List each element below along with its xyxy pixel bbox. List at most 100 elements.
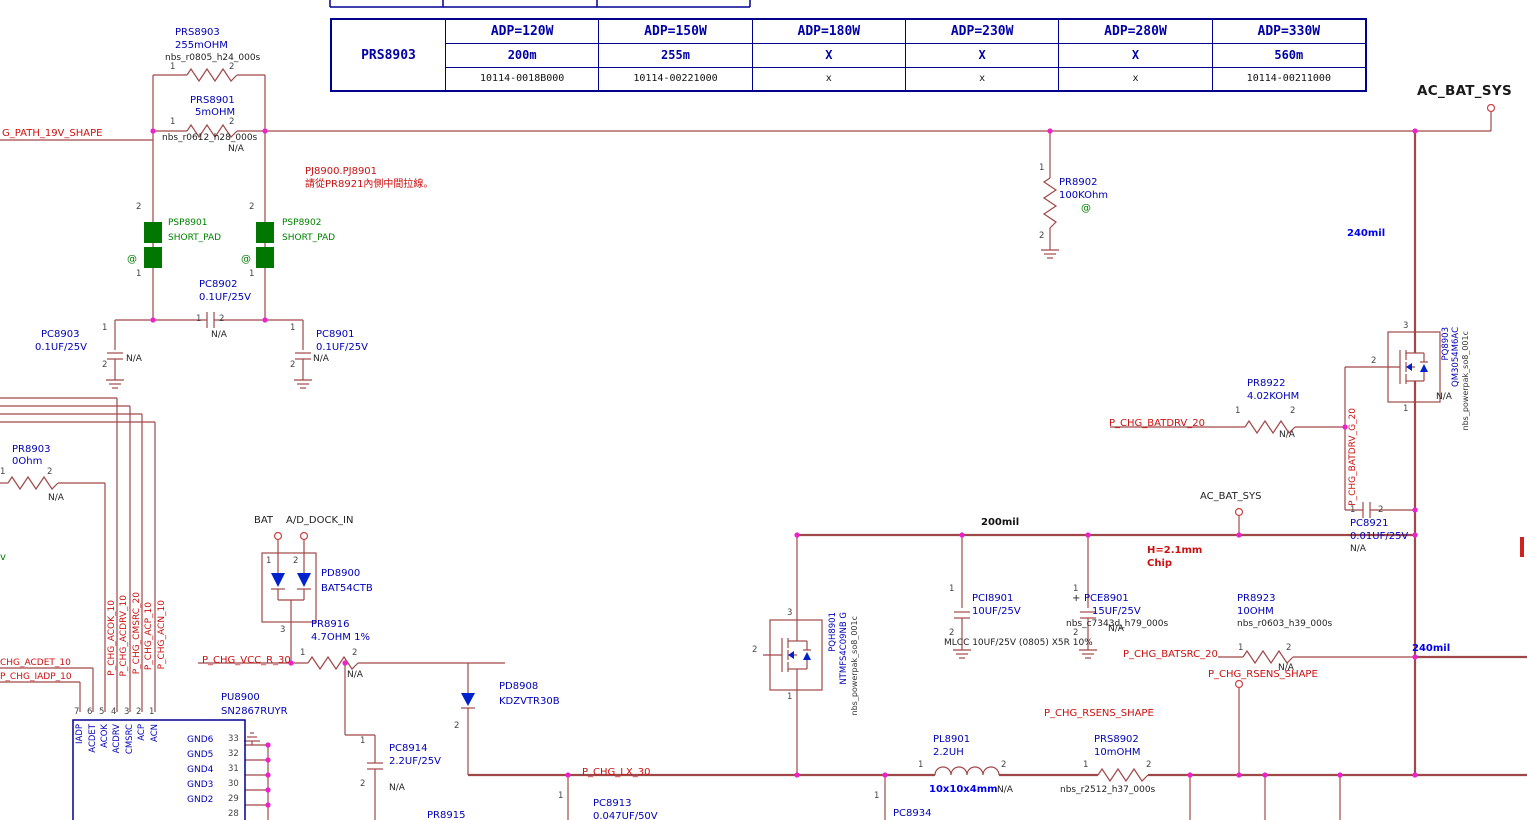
pu8900-part: SN2867RUYR xyxy=(221,706,288,717)
prs8903-value: 255mOHM xyxy=(175,40,228,51)
diode-glyphs xyxy=(271,363,1428,706)
table-value: X xyxy=(904,43,1059,67)
pce8901-value: 15UF/25V xyxy=(1092,606,1141,617)
short-pads xyxy=(144,222,274,268)
structural-lines xyxy=(72,0,751,820)
net-label-rsens-2: P_CHG_RSENS_SHAPE xyxy=(1044,708,1154,719)
diode-icon-pd8900-left xyxy=(271,573,285,587)
pin-label: 1 xyxy=(360,736,366,746)
pce8901-na: N/A xyxy=(1108,624,1124,634)
ic-pin-number: 7 xyxy=(74,707,80,717)
port-pin-bat xyxy=(273,531,283,541)
pin-label: 2 xyxy=(1371,356,1377,366)
pin-label: 2 xyxy=(229,62,235,72)
diode-icon-pd8900-right xyxy=(297,573,311,587)
pc8921-ref: PC8921 xyxy=(1350,518,1389,529)
net-label-acdrv: P_CHG_ACDRV_10 xyxy=(119,595,129,677)
pin-label: 2 xyxy=(454,721,460,731)
pin-label: 2 xyxy=(1073,628,1079,638)
adapter-option-table: PRS8903 ADP=120W ADP=150W ADP=180W ADP=2… xyxy=(330,18,1367,92)
prs8902-footprint: nbs_r2512_h37_000s xyxy=(1060,785,1156,795)
prs8901-value: 5mOHM xyxy=(195,107,236,118)
note-cjk: 請從PR8921內側中間拉線。 xyxy=(305,179,434,190)
pc8913-ref: PC8913 xyxy=(593,798,632,809)
mosfet-arrow-icon-pqh8901 xyxy=(788,651,794,659)
port-pin-ac-bat-sys-mid xyxy=(1234,507,1244,517)
table-value: X xyxy=(751,43,905,67)
pc8913-value: 0.047UF/50V xyxy=(593,811,658,820)
pl8901-size: 10x10x4mm xyxy=(929,784,998,795)
net-label-acok: P_CHG_ACOK_10 xyxy=(107,600,117,676)
pr8916-value: 4.7OHM 1% xyxy=(311,632,370,643)
pc8903-na: N/A xyxy=(126,354,142,364)
net-label-v: v xyxy=(0,552,6,563)
ic-pin-name: IADP xyxy=(75,724,85,744)
net-label-ac-bat-mid: AC_BAT_SYS xyxy=(1200,491,1262,502)
ic-pin-name: ACDET xyxy=(88,724,98,753)
pin-label: 1 xyxy=(1083,760,1089,770)
ic-pin-name: GND5 xyxy=(187,750,214,760)
pc8901-value: 0.1UF/25V xyxy=(316,342,368,353)
prs8903-footprint: nbs_r0805_h24_000s xyxy=(165,53,261,63)
psp8901-at: @ xyxy=(127,254,137,265)
wires xyxy=(0,68,1492,820)
net-label-batdrv: P_CHG_BATDRV_20 xyxy=(1109,418,1205,429)
table-value: 200m xyxy=(445,43,599,67)
pce8901-ref: PCE8901 xyxy=(1084,593,1129,604)
pq8903-footprint: nbs_powerpak_so8_001c xyxy=(1461,331,1470,431)
ic-pin-name: ACN xyxy=(150,724,160,742)
pin-label: 2 xyxy=(102,360,108,370)
pin-label: 3 xyxy=(787,608,793,618)
pin-label: 1 xyxy=(874,791,880,801)
pin-label: 2 xyxy=(1378,505,1384,515)
net-label-lx: P_CHG_LX_30 xyxy=(582,767,651,778)
table-part-number: 10114-00211000 xyxy=(1211,66,1365,90)
pd8900-ref: PD8900 xyxy=(321,568,361,579)
table-part-number: x xyxy=(904,66,1059,90)
table-header: ADP=120W xyxy=(445,20,598,44)
pci8901-ref: PCI8901 xyxy=(972,593,1014,604)
pr8922-na: N/A xyxy=(1279,430,1295,440)
ic-body-pu8900 xyxy=(72,719,246,820)
ic-pin-name: GND4 xyxy=(187,765,214,775)
resistor-symbol-prs8902 xyxy=(1097,768,1149,782)
pin-label: 2 xyxy=(949,628,955,638)
pce8901-footprint: nbs_c7343d_h79_000s xyxy=(1066,619,1169,629)
table-part-number: x xyxy=(1058,66,1212,90)
ic-pin-name: ACDRV xyxy=(112,724,122,754)
ic-pin-number: 5 xyxy=(99,707,105,717)
psp8902-ref: PSP8902 xyxy=(282,218,322,228)
width-note-200mil: 200mil xyxy=(981,517,1020,528)
ic-pin-name: GND2 xyxy=(187,795,214,805)
pc8914-na: N/A xyxy=(389,783,405,793)
short-pad-psp8902-top xyxy=(256,222,274,243)
pd8908-value: KDZVTR30B xyxy=(499,696,560,707)
pin-label: 1 xyxy=(249,269,255,279)
pin-label: 1 xyxy=(1403,404,1409,414)
prs8902-value: 10mOHM xyxy=(1094,747,1141,758)
pin-label: 1 xyxy=(0,467,6,477)
pin-label: 1 xyxy=(170,62,176,72)
ic-pin-name: GND6 xyxy=(187,735,214,745)
net-label-batdrv-g: P_CHG_BATDRV_G_20 xyxy=(1348,408,1358,506)
prs8903-ref: PRS8903 xyxy=(175,27,220,38)
net-label-iadp: P_CHG_IADP_10 xyxy=(0,672,72,682)
pc8921-na: N/A xyxy=(1350,544,1366,554)
net-label-batsrc: P_CHG_BATSRC_20 xyxy=(1123,649,1218,660)
shape-edge-mark xyxy=(1520,537,1524,557)
pin-label: 1 xyxy=(1238,643,1244,653)
note-height: H=2.1mm xyxy=(1147,545,1203,556)
ic-pin-number: 32 xyxy=(228,749,239,759)
net-label-cmsrc: P_CHG_CMSRC_20 xyxy=(132,592,142,675)
pr8903-na: N/A xyxy=(48,493,64,503)
pd8900-value: BAT54CTB xyxy=(321,583,373,594)
net-label-acp: P_CHG_ACP_10 xyxy=(144,602,154,671)
port-pin-rsens xyxy=(1234,679,1244,689)
pr8923-ref: PR8923 xyxy=(1237,593,1276,604)
pin-label: 2 xyxy=(47,467,53,477)
psp8902-at: @ xyxy=(241,254,251,265)
pin-label: 1 xyxy=(290,323,296,333)
pin-label: 2 xyxy=(352,648,358,658)
